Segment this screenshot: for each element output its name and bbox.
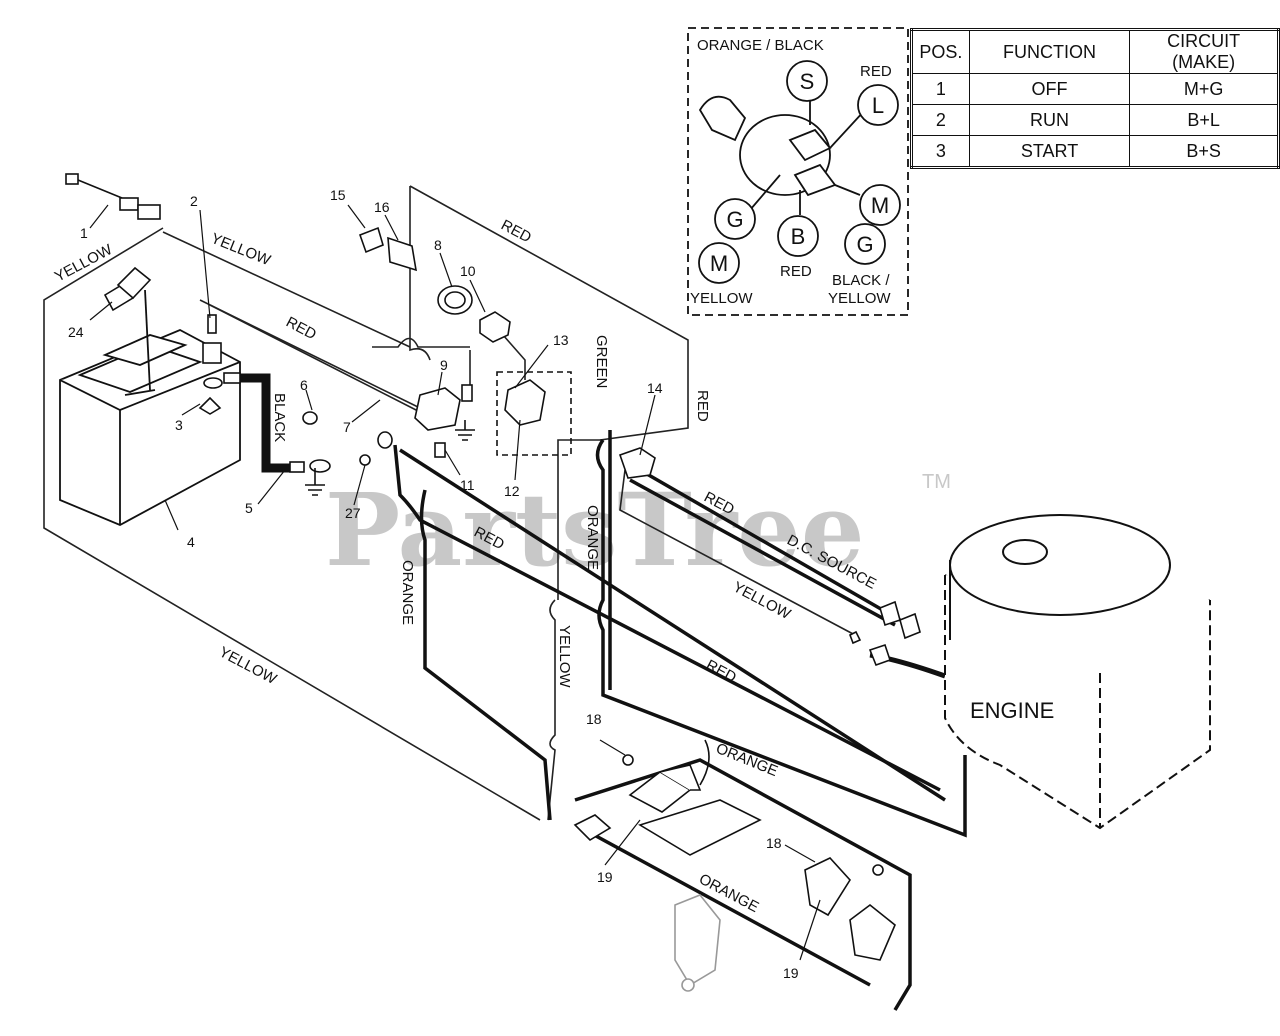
terminal-circles bbox=[698, 60, 901, 284]
terminal-m1: M bbox=[871, 193, 889, 218]
callout-3: 3 bbox=[175, 417, 183, 433]
terminal-m2: M bbox=[710, 251, 728, 276]
watermark: PartsTree bbox=[325, 471, 865, 589]
detail-label-yellow: YELLOW bbox=[690, 290, 753, 307]
cell-circuit: B+S bbox=[1129, 135, 1279, 168]
switch-detail-box bbox=[687, 27, 909, 316]
callout-7: 7 bbox=[343, 419, 351, 435]
components bbox=[65, 173, 921, 667]
callout-16: 16 bbox=[374, 199, 390, 215]
label-yellow-3: YELLOW bbox=[216, 644, 280, 689]
ground-symbols bbox=[305, 420, 475, 496]
label-red-1: RED bbox=[283, 314, 319, 344]
thin-wires bbox=[43, 185, 856, 821]
callout-13: 13 bbox=[553, 332, 569, 348]
table-header-row: POS. FUNCTION CIRCUIT (MAKE) bbox=[911, 29, 1279, 74]
terminal-b: B bbox=[791, 224, 806, 249]
table-row: 3 START B+S bbox=[911, 135, 1279, 168]
callout-5: 5 bbox=[245, 500, 253, 516]
cell-circuit: B+L bbox=[1129, 104, 1279, 136]
key-switch-dashed-box bbox=[496, 371, 572, 456]
label-orange-1: ORANGE bbox=[399, 560, 416, 625]
callout-14: 14 bbox=[647, 380, 663, 396]
callout-8: 8 bbox=[434, 237, 442, 253]
callout-4: 4 bbox=[187, 534, 195, 550]
detail-label-orange-black: ORANGE / BLACK bbox=[697, 37, 824, 54]
column-header-pos: POS. bbox=[911, 29, 970, 74]
callout-10: 10 bbox=[460, 263, 476, 279]
callout-18b: 18 bbox=[766, 835, 782, 851]
engine bbox=[944, 514, 1211, 830]
column-header-circuit: CIRCUIT (MAKE) bbox=[1129, 29, 1279, 74]
callout-1: 1 bbox=[80, 225, 88, 241]
detail-label-red: RED bbox=[860, 63, 892, 80]
label-black: BLACK bbox=[271, 393, 288, 442]
cell-pos: 1 bbox=[911, 73, 970, 105]
label-red-3: RED bbox=[694, 390, 711, 422]
callout-leaders bbox=[89, 204, 821, 961]
battery-hardware bbox=[198, 314, 331, 473]
table-row: 2 RUN B+L bbox=[911, 104, 1279, 136]
callout-18a: 18 bbox=[586, 711, 602, 727]
switch-function-table: POS. FUNCTION CIRCUIT (MAKE) 1 OFF M+G 2… bbox=[910, 28, 1280, 169]
terminal-s: S bbox=[800, 69, 815, 94]
terminal-g1: G bbox=[726, 207, 743, 232]
label-yellow-5: YELLOW bbox=[556, 625, 573, 688]
cell-function: OFF bbox=[968, 73, 1131, 105]
callout-15: 15 bbox=[330, 187, 346, 203]
callout-27: 27 bbox=[345, 505, 361, 521]
label-engine: ENGINE bbox=[970, 698, 1054, 723]
cell-function: RUN bbox=[968, 104, 1131, 136]
callout-12: 12 bbox=[504, 483, 520, 499]
cell-circuit: M+G bbox=[1129, 73, 1279, 105]
ignition-switch-drawing bbox=[698, 95, 866, 215]
label-green: GREEN bbox=[593, 335, 610, 388]
battery bbox=[59, 289, 241, 526]
table-row: 1 OFF M+G bbox=[911, 73, 1279, 105]
column-header-function: FUNCTION bbox=[968, 29, 1131, 74]
detail-label-black-yellow-2: YELLOW bbox=[828, 290, 891, 307]
interlock-switches bbox=[573, 739, 896, 992]
cell-pos: 3 bbox=[911, 135, 970, 168]
cell-pos: 2 bbox=[911, 104, 970, 136]
terminal-l: L bbox=[872, 93, 884, 118]
callout-19b: 19 bbox=[783, 965, 799, 981]
callout-9: 9 bbox=[440, 357, 448, 373]
detail-label-black-yellow-1: BLACK / bbox=[832, 272, 890, 289]
callout-6: 6 bbox=[300, 377, 308, 393]
callout-19a: 19 bbox=[597, 869, 613, 885]
callout-11: 11 bbox=[460, 477, 475, 493]
callout-2: 2 bbox=[190, 193, 198, 209]
detail-label-red-b: RED bbox=[780, 263, 812, 280]
label-red-2: RED bbox=[498, 217, 534, 247]
watermark-trademark: TM bbox=[922, 471, 951, 493]
cell-function: START bbox=[968, 135, 1131, 168]
terminal-g2: G bbox=[856, 232, 873, 257]
label-orange-2: ORANGE bbox=[584, 505, 601, 570]
callout-24: 24 bbox=[68, 324, 84, 340]
label-yellow-2: YELLOW bbox=[209, 230, 274, 269]
